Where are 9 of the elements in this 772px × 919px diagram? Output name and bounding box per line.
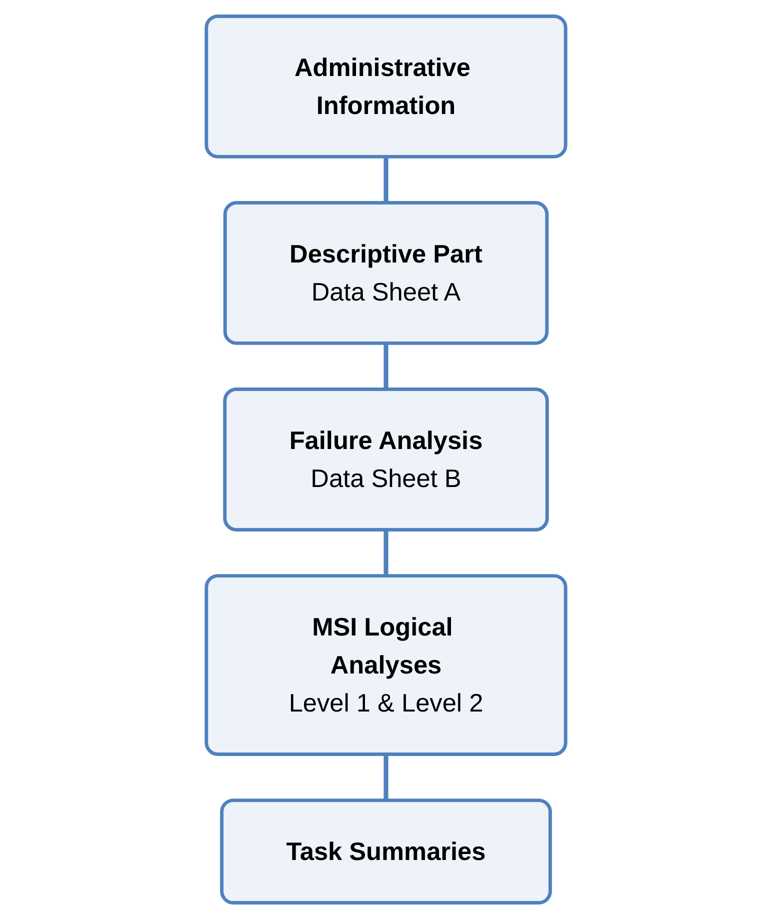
connector — [384, 754, 388, 800]
node-box: Task Summaries — [220, 798, 552, 905]
node-box: Administrative Information — [204, 14, 568, 158]
node-box: MSI Logical Analyses Level 1 & Level 2 — [204, 574, 568, 756]
node-box: Failure Analysis Data Sheet B — [223, 388, 549, 532]
node-box: Descriptive Part Data Sheet A — [223, 201, 549, 345]
connector — [384, 530, 388, 576]
connector — [384, 343, 388, 390]
connector — [384, 156, 388, 203]
